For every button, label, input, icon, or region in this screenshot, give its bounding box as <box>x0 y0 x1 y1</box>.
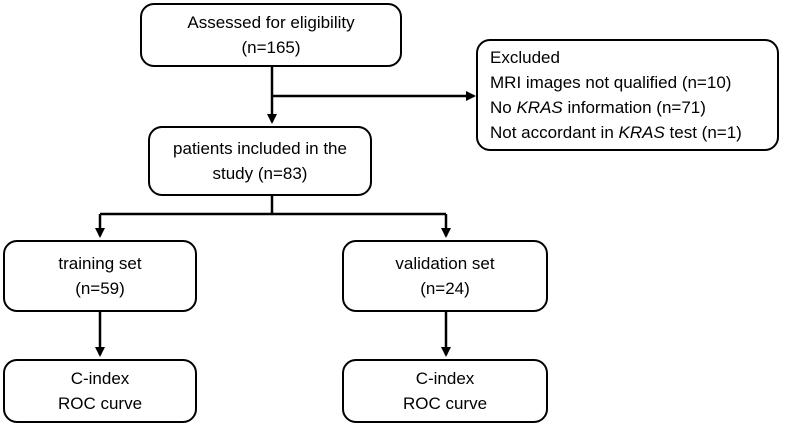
excluded-item-no-kras-pre: No <box>490 98 517 117</box>
training-cindex-label: C-index <box>70 369 130 388</box>
training-result-box: C-index ROC curve <box>3 359 197 423</box>
training-set-label: training set <box>58 254 142 273</box>
kras-gene-label: KRAS <box>618 123 665 142</box>
validation-roc-label: ROC curve <box>402 394 488 413</box>
excluded-item-not-accordant-pre: Not accordant in <box>490 123 619 142</box>
validation-set-box: validation set (n=24) <box>342 240 548 312</box>
excluded-item-not-accordant-post: test (n=1) <box>664 123 742 142</box>
excluded-item-no-kras-post: information (n=71) <box>562 98 706 117</box>
included-box: patients included in the study (n=83) <box>148 126 372 196</box>
training-roc-label: ROC curve <box>57 394 143 413</box>
assessed-count: (n=165) <box>241 38 301 57</box>
excluded-item-no-kras: No KRAS information (n=71) <box>490 95 706 120</box>
validation-cindex-label: C-index <box>415 369 475 388</box>
validation-set-count: (n=24) <box>420 279 470 298</box>
validation-set-label: validation set <box>395 254 495 273</box>
kras-gene-label: KRAS <box>516 98 563 117</box>
training-set-count: (n=59) <box>75 279 125 298</box>
excluded-box: Excluded MRI images not qualified (n=10)… <box>476 39 779 151</box>
assessed-label: Assessed for eligibility <box>187 13 355 32</box>
excluded-item-mri: MRI images not qualified (n=10) <box>490 73 732 92</box>
included-count: study (n=83) <box>212 164 308 183</box>
excluded-item-not-accordant: Not accordant in KRAS test (n=1) <box>490 120 742 145</box>
validation-result-box: C-index ROC curve <box>342 359 548 423</box>
included-label: patients included in the <box>173 139 347 158</box>
assessed-box: Assessed for eligibility (n=165) <box>140 3 402 67</box>
training-set-box: training set (n=59) <box>3 240 197 312</box>
excluded-title: Excluded <box>490 48 560 67</box>
